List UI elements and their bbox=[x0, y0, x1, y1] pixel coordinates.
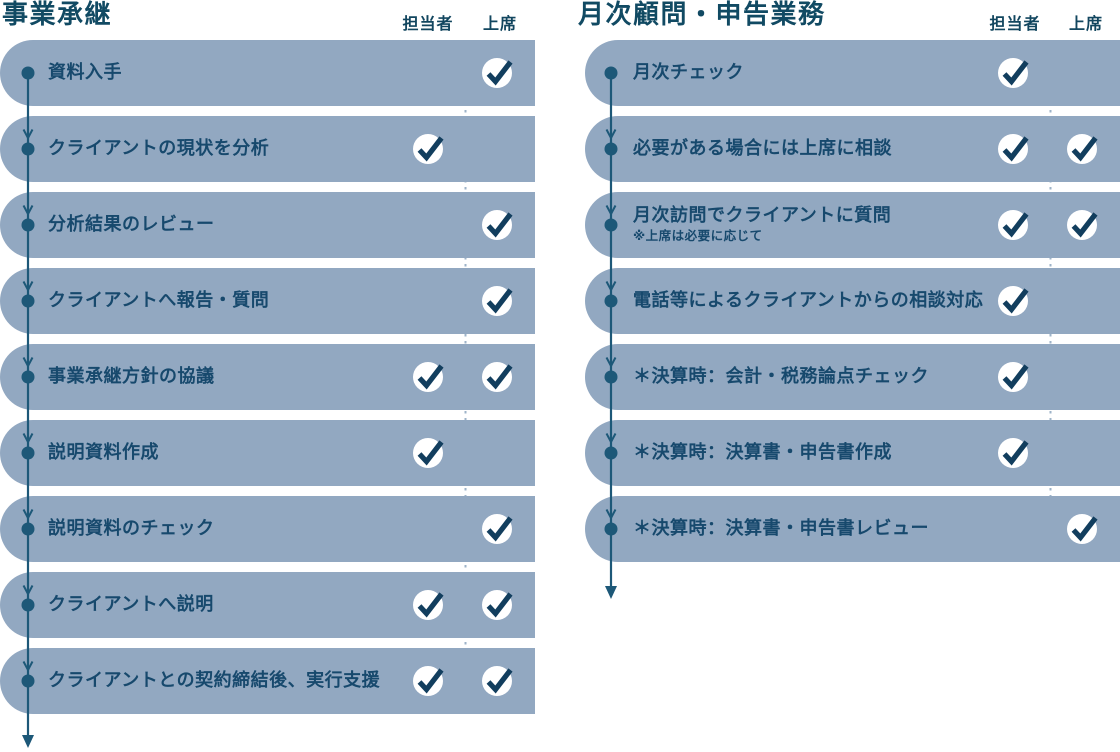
header-tantousha-right: 担当者 bbox=[989, 14, 1041, 33]
header-joseki-left: 上席 bbox=[482, 14, 518, 33]
right-step-row-6: ＊決算時：決算書・申告書作成 bbox=[585, 420, 1120, 486]
step-label: クライアントへ説明 bbox=[48, 593, 214, 615]
left-step-row-2: クライアントの現状を分析 bbox=[0, 116, 535, 182]
check-icon bbox=[482, 514, 512, 544]
check-icon bbox=[998, 58, 1028, 88]
left-step-row-7: 説明資料のチェック bbox=[0, 496, 535, 562]
step-label: クライアントとの契約締結後、実行支援 bbox=[48, 669, 381, 691]
check-icon bbox=[413, 134, 443, 164]
step-label: ＊決算時：会計・税務論点チェック bbox=[633, 365, 929, 387]
left-step-row-9: クライアントとの契約締結後、実行支援 bbox=[0, 648, 535, 714]
right-step-row-3: 月次訪問でクライアントに質問 ※上席は必要に応じて bbox=[585, 192, 1120, 258]
check-icon bbox=[998, 438, 1028, 468]
check-icon bbox=[1067, 514, 1097, 544]
left-step-row-4: クライアントへ報告・質問 bbox=[0, 268, 535, 334]
left-step-row-1: 資料入手 bbox=[0, 40, 535, 106]
right-step-row-4: 電話等によるクライアントからの相談対応 bbox=[585, 268, 1120, 334]
step-label: 説明資料のチェック bbox=[48, 517, 215, 539]
step-note: ※上席は必要に応じて bbox=[633, 228, 763, 244]
step-label: 分析結果のレビュー bbox=[48, 213, 215, 235]
check-icon bbox=[482, 210, 512, 240]
left-column-title: 事業承継 bbox=[2, 0, 113, 30]
check-icon bbox=[413, 666, 443, 696]
left-step-row-8: クライアントへ説明 bbox=[0, 572, 535, 638]
step-label: 資料入手 bbox=[48, 61, 122, 83]
check-icon bbox=[998, 362, 1028, 392]
check-icon bbox=[482, 58, 512, 88]
check-icon bbox=[482, 362, 512, 392]
step-label: 必要がある場合には上席に相談 bbox=[633, 137, 892, 159]
check-icon bbox=[1067, 210, 1097, 240]
step-label: 電話等によるクライアントからの相談対応 bbox=[633, 289, 984, 311]
step-label: ＊決算時：決算書・申告書作成 bbox=[633, 441, 892, 463]
step-label: 説明資料作成 bbox=[48, 441, 159, 463]
check-icon bbox=[482, 666, 512, 696]
check-icon bbox=[413, 590, 443, 620]
check-icon bbox=[998, 134, 1028, 164]
check-icon bbox=[1067, 134, 1097, 164]
left-step-row-3: 分析結果のレビュー bbox=[0, 192, 535, 258]
check-icon bbox=[998, 286, 1028, 316]
left-step-row-5: 事業承継方針の協議 bbox=[0, 344, 535, 410]
header-tantousha-left: 担当者 bbox=[402, 14, 454, 33]
right-step-row-1: 月次チェック bbox=[585, 40, 1120, 106]
right-step-row-7: ＊決算時：決算書・申告書レビュー bbox=[585, 496, 1120, 562]
step-label: 月次訪問でクライアントに質問 bbox=[633, 205, 892, 227]
step-label: クライアントの現状を分析 bbox=[48, 137, 270, 159]
right-column-title: 月次顧問・申告業務 bbox=[578, 0, 826, 30]
step-label: ＊決算時：決算書・申告書レビュー bbox=[633, 517, 929, 539]
check-icon bbox=[413, 438, 443, 468]
check-icon bbox=[998, 210, 1028, 240]
right-step-row-2: 必要がある場合には上席に相談 bbox=[585, 116, 1120, 182]
left-step-row-6: 説明資料作成 bbox=[0, 420, 535, 486]
step-label: 月次チェック bbox=[633, 61, 744, 83]
step-label: 事業承継方針の協議 bbox=[48, 365, 215, 387]
check-icon bbox=[413, 362, 443, 392]
step-label: クライアントへ報告・質問 bbox=[48, 289, 270, 311]
right-step-row-5: ＊決算時：会計・税務論点チェック bbox=[585, 344, 1120, 410]
check-icon bbox=[482, 286, 512, 316]
header-joseki-right: 上席 bbox=[1068, 14, 1104, 33]
check-icon bbox=[482, 590, 512, 620]
